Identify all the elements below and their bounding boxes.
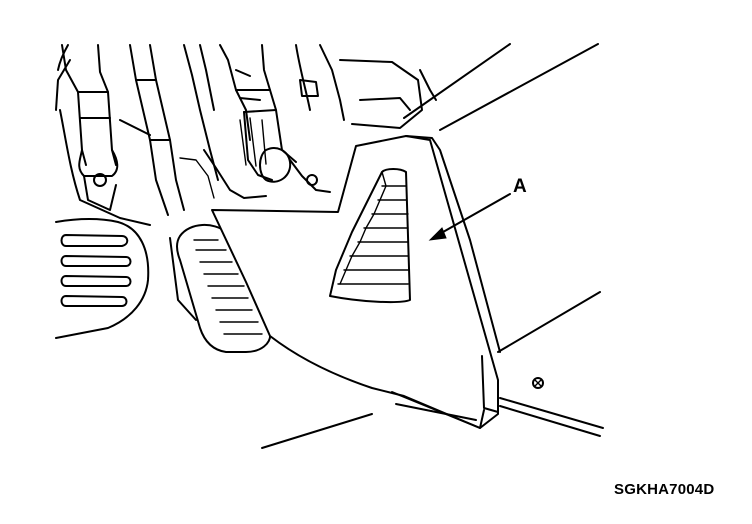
- floor-mat-drawing: [55, 218, 150, 339]
- accelerator-pedal-drawing: [169, 224, 272, 353]
- figure-code: SGKHA7004D: [614, 481, 715, 498]
- callout-label-a: A: [513, 176, 527, 197]
- floor-body-lines: [261, 43, 604, 449]
- wiring-harness-drawing: [179, 44, 437, 199]
- vent-cover-panel-drawing: [211, 135, 544, 429]
- steering-column-drawing: [55, 44, 151, 226]
- callout-a-leader: [428, 193, 511, 241]
- pedal-arms-drawing: [119, 44, 219, 216]
